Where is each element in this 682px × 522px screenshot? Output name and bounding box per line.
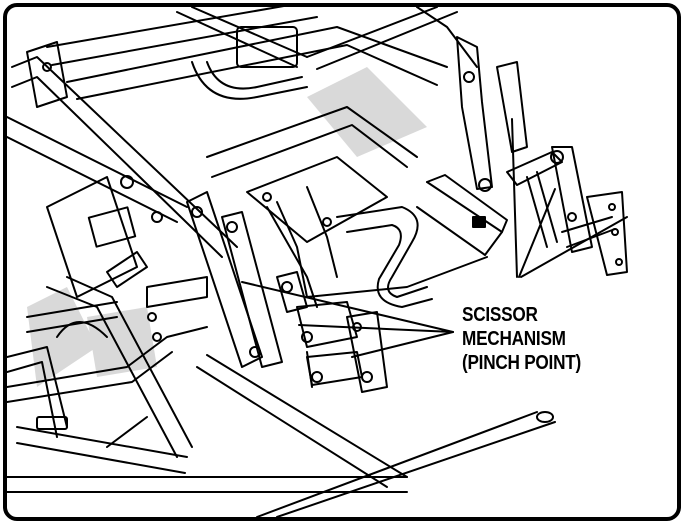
callout-line-3: (PINCH POINT): [462, 352, 581, 374]
shaded-surfaces: [27, 67, 427, 387]
seat-frame: [206, 106, 433, 308]
callout-leader-lines: [241, 118, 628, 358]
callout-line-1: SCISSOR: [462, 304, 538, 326]
base-frame: [7, 276, 556, 517]
illustration-frame: SCISSOR MECHANISM (PINCH POINT): [3, 3, 681, 521]
upper-frame-rails: [46, 7, 458, 100]
left-scissor-mechanism: [186, 191, 388, 393]
recliner-mechanism-line-drawing: [7, 7, 628, 517]
left-side-links: [7, 41, 238, 298]
ottoman-tube: [306, 174, 508, 298]
pinch-point-callout: SCISSOR MECHANISM (PINCH POINT): [462, 303, 581, 375]
callout-line-2: MECHANISM: [462, 328, 566, 350]
